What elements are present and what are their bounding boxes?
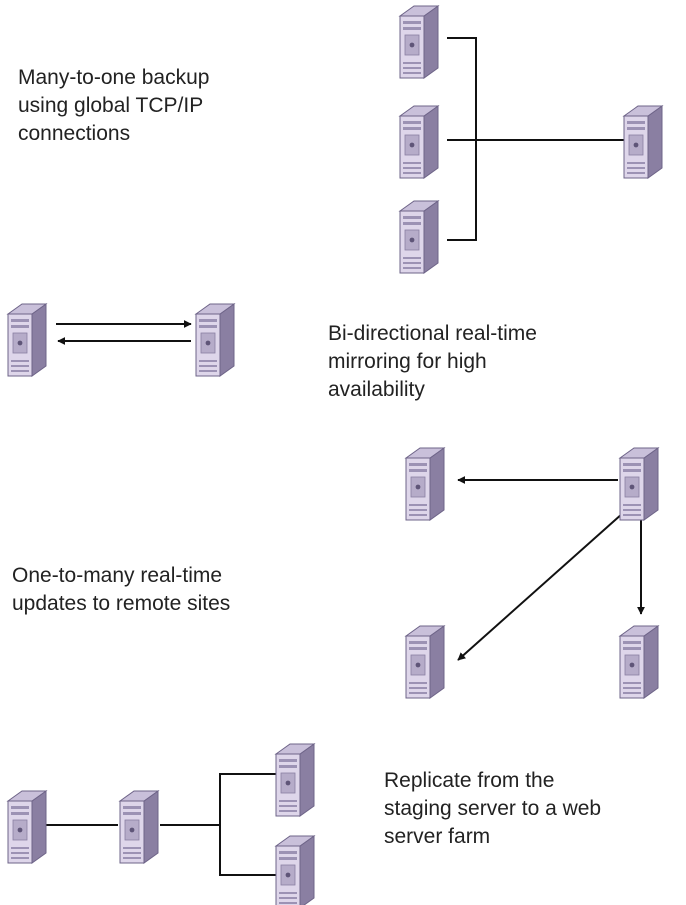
caption-line: using global TCP/IP: [18, 94, 204, 117]
server-icon: [399, 105, 439, 179]
arrow-diagonal: [457, 504, 633, 661]
caption-line: server farm: [384, 825, 491, 848]
many-to-one-topology: [399, 5, 663, 274]
caption-one-to-many: One-to-many real-time updates to remote …: [12, 562, 230, 618]
caption-bidirectional: Bi-directional real-time mirroring for h…: [328, 320, 537, 404]
bidirectional-topology: [7, 303, 235, 377]
caption-line: Replicate from the: [384, 769, 555, 792]
server-icon: [7, 790, 47, 864]
caption-line: Many-to-one backup: [18, 66, 210, 89]
server-icon: [399, 200, 439, 274]
caption-line: availability: [328, 378, 425, 401]
staging-topology: [7, 743, 315, 905]
server-icon: [405, 447, 445, 521]
server-icon: [119, 790, 159, 864]
one-to-many-topology: [405, 447, 659, 699]
caption-line: mirroring for high: [328, 350, 487, 373]
caption-many-to-one: Many-to-one backup using global TCP/IP c…: [18, 64, 209, 148]
server-icon: [195, 303, 235, 377]
caption-staging: Replicate from the staging server to a w…: [384, 767, 601, 851]
server-icon: [399, 5, 439, 79]
server-icon: [623, 105, 663, 179]
caption-line: connections: [18, 122, 131, 145]
server-icon: [275, 835, 315, 905]
caption-line: staging server to a web: [384, 797, 602, 820]
server-icon: [275, 743, 315, 817]
connector-line: [219, 773, 278, 876]
server-icon: [619, 447, 659, 521]
server-icon: [405, 625, 445, 699]
server-icon: [619, 625, 659, 699]
server-icon: [7, 303, 47, 377]
caption-line: One-to-many real-time: [12, 564, 223, 587]
caption-line: Bi-directional real-time: [328, 322, 537, 345]
caption-line: updates to remote sites: [12, 592, 231, 615]
